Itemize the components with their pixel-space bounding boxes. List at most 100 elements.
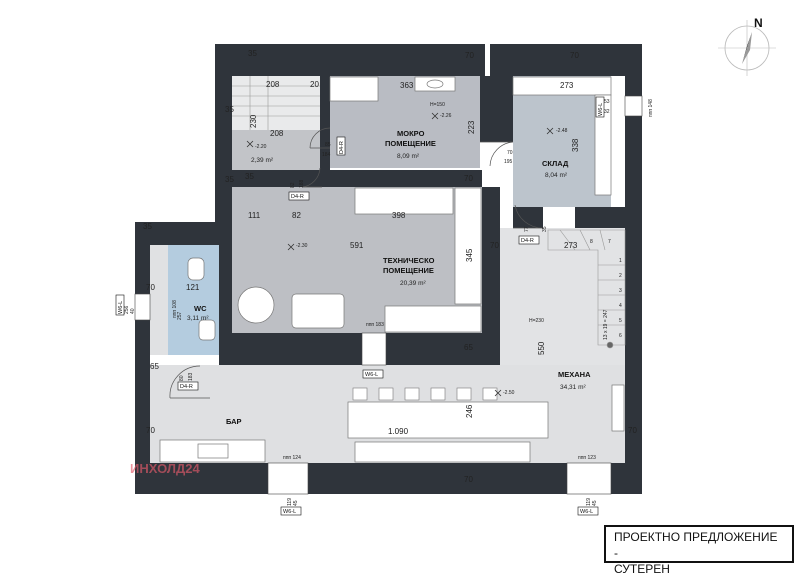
stair-num: 5: [619, 318, 622, 324]
technical-shelf-right: [454, 187, 482, 305]
wall-storage-bottom: [513, 207, 543, 228]
stair-upper: [232, 76, 320, 130]
dim-label: 32: [604, 109, 610, 115]
level-marker-icon: [246, 140, 254, 148]
sill-note: ппп 183: [366, 322, 384, 328]
mechanics-level: -2.50: [503, 390, 515, 396]
door-stair-hall: [309, 127, 331, 149]
stair-num: 3: [619, 288, 622, 294]
dim-label: 184: [322, 152, 331, 158]
dim-label: 188: [299, 179, 305, 188]
stair-num: 8: [590, 239, 593, 245]
dim-label: 70: [628, 426, 637, 435]
dim-label: 591: [350, 241, 364, 250]
compass-icon: N: [718, 16, 776, 76]
dim-label: 338: [571, 138, 580, 152]
stair-hall-level: -2.20: [255, 144, 267, 150]
dim-label: 183: [188, 372, 194, 381]
boiler-icon: [237, 286, 275, 324]
wet-room-area: 8,09 m²: [397, 153, 420, 160]
door-wc: [169, 365, 210, 399]
dim-label: 53: [604, 99, 610, 105]
dim-label: 195: [504, 159, 513, 165]
wall-wc-top: [135, 222, 232, 245]
window-right: [624, 95, 643, 117]
dim-label: 398: [392, 211, 406, 220]
dim-label: 1.090: [388, 427, 409, 436]
wall-technical-right: [482, 187, 500, 365]
door-tag: D4-R: [291, 194, 304, 200]
window-tag: W6-L: [580, 509, 593, 515]
door-mechanics: [513, 204, 544, 229]
stair-num: 1: [619, 258, 622, 264]
dim-label: 35: [542, 226, 548, 232]
storage-level: -2.48: [556, 128, 568, 134]
dim-label: 70: [464, 475, 473, 484]
dim-label: 45: [293, 500, 299, 506]
dim-label: 70: [146, 426, 155, 435]
stair-num: 6: [619, 333, 622, 339]
chair: [430, 387, 446, 401]
walls: [135, 44, 642, 494]
room-labels: H=150 -2.26 МОКРО ПОМЕЩЕНИЕ 8,09 m² -2.4…: [187, 102, 591, 426]
mechanics-name: МЕХАНА: [558, 370, 591, 379]
watermark: ИНХОЛД24: [130, 461, 200, 476]
dim-label: 35: [245, 172, 254, 181]
dim-label: 82: [290, 182, 296, 188]
dim-label: 119: [586, 498, 592, 506]
kitchen-sink: [197, 443, 229, 459]
title-line-1: ПРОЕКТНО ПРЕДЛОЖЕНИЕ -: [614, 530, 778, 560]
dim-label: 70: [146, 283, 155, 292]
wet-room-name-2: ПОМЕЩЕНИЕ: [385, 139, 436, 148]
window-tag: W6-L: [598, 103, 604, 116]
wall-stair-mid: [320, 76, 330, 170]
wet-room-height: H=150: [430, 102, 445, 108]
door-tag: D4-R: [180, 384, 193, 390]
dim-label: 77: [524, 226, 530, 232]
title-block: ПРОЕКТНО ПРЕДЛОЖЕНИЕ - СУТЕРЕН: [604, 525, 794, 576]
dim-label: 119: [287, 498, 293, 506]
wall-mid-horizontal: [232, 170, 482, 187]
stair-numbers: 1 2 3 4 5 6 7 8 13 x 19 = 247: [590, 239, 622, 340]
window-tag: W6-L: [283, 509, 296, 515]
technical-area: 20,39 m²: [400, 280, 426, 287]
sill-note: ппп 124: [283, 455, 301, 461]
stair-landing-shelf: [611, 384, 625, 432]
technical-level: -2.30: [296, 243, 308, 249]
wall-right-outer: [625, 44, 642, 494]
window-left: [134, 293, 151, 321]
dim-label: 246: [465, 404, 474, 418]
door-storage: [480, 141, 514, 167]
windows: [134, 95, 643, 495]
sill-note: ппп 108: [172, 300, 178, 318]
element-tags: D4-R D4-R D4-R D4-R W6-L W6-L W6-L W6-L …: [115, 96, 605, 516]
level-marker-icon: [287, 243, 295, 251]
dim-label: 35: [225, 175, 234, 184]
wall-wc-right: [219, 245, 232, 365]
level-marker-icon: [494, 389, 502, 397]
dim-label: 70: [490, 241, 499, 250]
dim-label: 45: [592, 500, 598, 506]
wet-room-name: МОКРО: [397, 129, 425, 138]
dim-label: 208: [270, 129, 284, 138]
dim-label: 257: [177, 311, 183, 320]
dim-label: 70: [464, 174, 473, 183]
door-technical: [301, 167, 322, 188]
technical-shelf-bottom: [384, 305, 482, 333]
dim-label: 345: [465, 248, 474, 262]
wc-sink: [198, 319, 216, 341]
wall-left-upper: [215, 44, 232, 222]
technical-name-2: ПОМЕЩЕНИЕ: [383, 266, 434, 275]
window-technical: [361, 332, 387, 366]
level-markers: [246, 112, 554, 397]
stair-num: 7: [608, 239, 611, 245]
window-bottom-left: [267, 462, 309, 495]
dim-label: 65: [150, 362, 159, 371]
window-bottom-right: [566, 462, 612, 495]
dim-label: 230: [249, 114, 258, 128]
chair: [456, 387, 472, 401]
chair: [352, 387, 368, 401]
storage-shelf-top: [512, 76, 612, 96]
bar-name: БАР: [226, 417, 242, 426]
dim-label: 80: [179, 375, 185, 381]
